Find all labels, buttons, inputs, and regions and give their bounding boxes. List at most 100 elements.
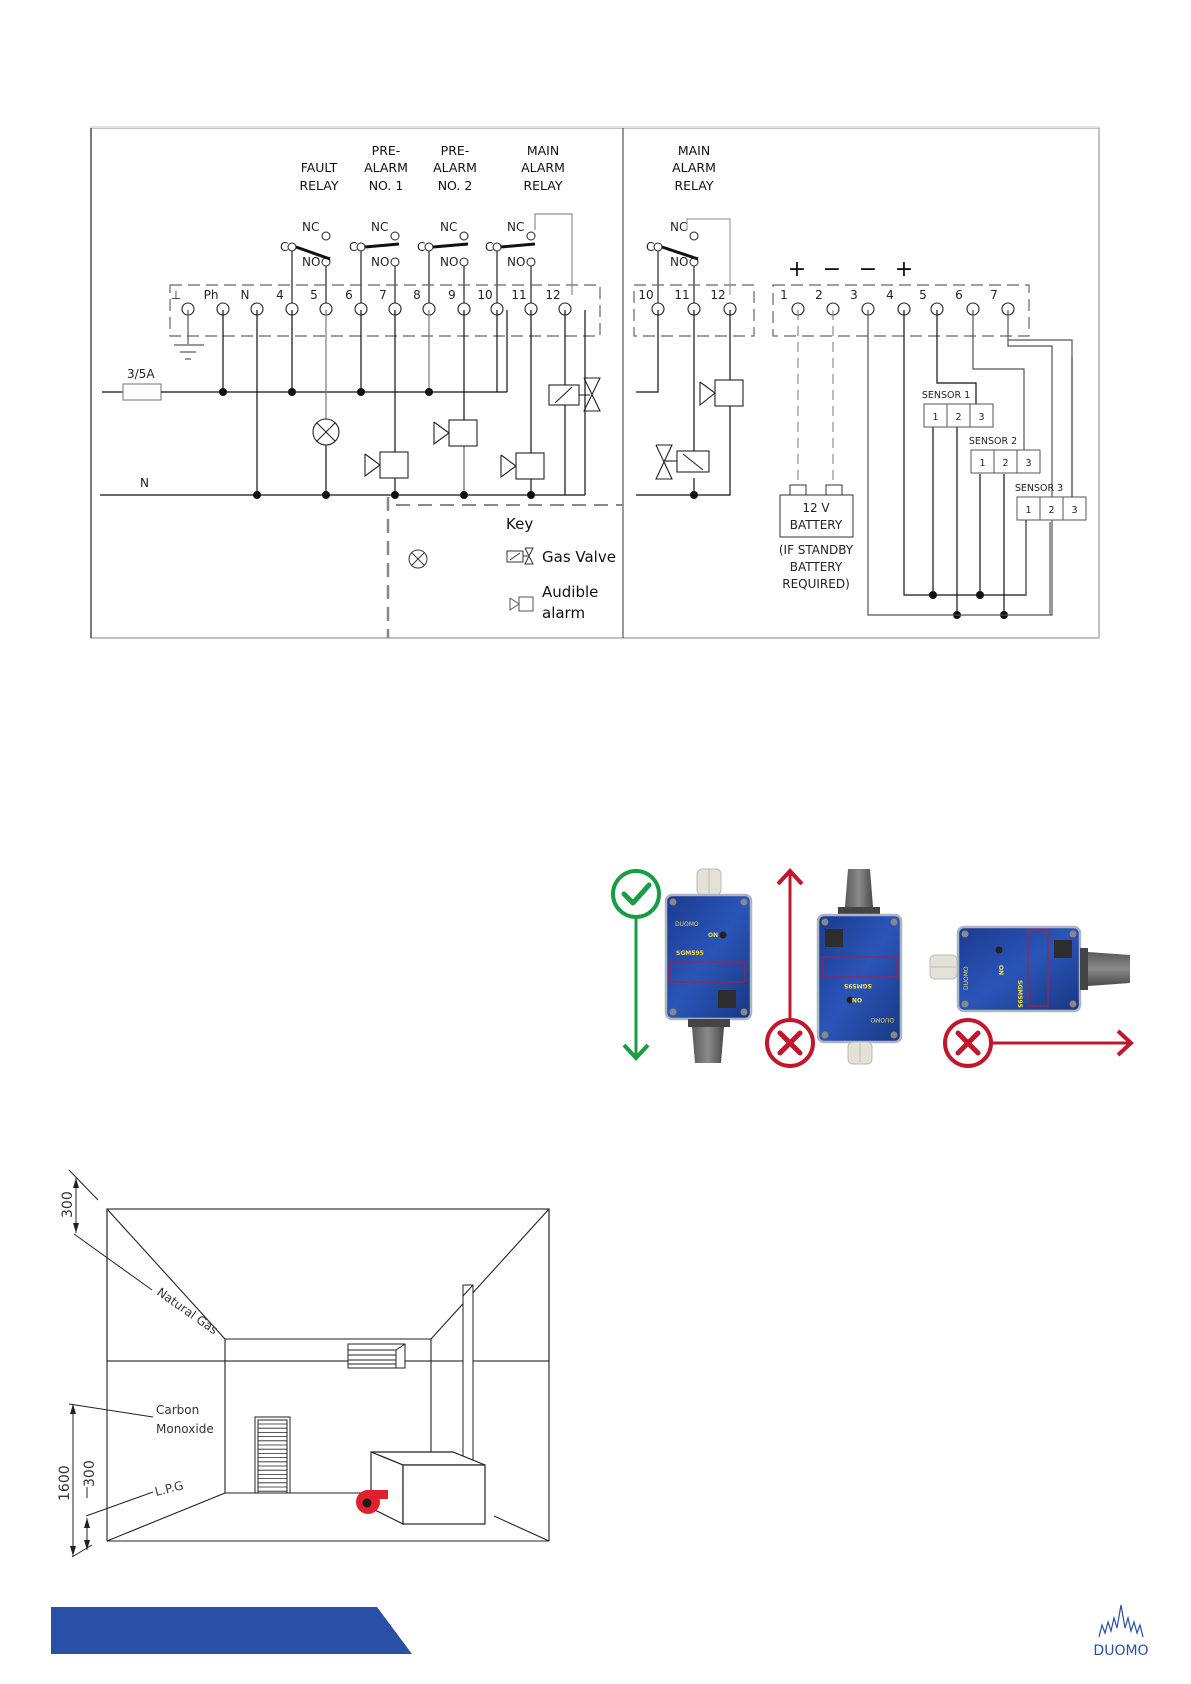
battery-voltage: 12 V xyxy=(802,501,830,515)
sensor-pin-label: 2 xyxy=(1048,505,1054,516)
terminal-block-aux xyxy=(633,284,755,337)
device-brand: DUOMO xyxy=(870,1016,894,1023)
contact-label-nc: NC xyxy=(302,220,319,234)
sensor-window xyxy=(718,990,736,1008)
sensor-pin-label: 2 xyxy=(955,412,961,423)
x-circle-icon xyxy=(943,1018,993,1068)
contact-label-no: NO xyxy=(302,255,320,269)
contact-no xyxy=(459,257,469,267)
device-model: SGM595 xyxy=(844,982,872,989)
junction-dot xyxy=(460,491,468,499)
terminal-label: 2 xyxy=(815,288,823,302)
junction-dot xyxy=(425,388,433,396)
terminal-label: 8 xyxy=(413,288,421,302)
orientation-guide: DUOMO ON SGM595 SGM595 ON DUOMO xyxy=(611,868,1134,1068)
terminal-label: 9 xyxy=(448,288,456,302)
contact-label-no: NO xyxy=(440,255,458,269)
cable xyxy=(692,1027,724,1063)
header-line: PRE- xyxy=(441,143,470,158)
wiring-diagram: FAULT RELAY PRE- ALARM NO. 1 PRE- ALARM … xyxy=(90,126,1100,639)
contact-label-no: NO xyxy=(670,255,688,269)
label-natural-gas: Natural Gas xyxy=(154,1285,220,1337)
relay-header-pre-alarm-2: PRE- ALARM NO. 2 xyxy=(433,143,477,193)
header-line: PRE- xyxy=(372,143,401,158)
header-line: ALARM xyxy=(672,160,716,175)
louvred-door xyxy=(254,1416,291,1494)
orientation-correct: DUOMO ON SGM595 xyxy=(611,868,753,1063)
relay-header-fault: FAULT RELAY xyxy=(299,160,338,193)
battery-label: BATTERY xyxy=(790,518,843,532)
legend-audible-alarm: Audible xyxy=(542,583,598,601)
air-vent xyxy=(347,1343,406,1369)
contact-nc xyxy=(689,231,699,241)
alarm-horn xyxy=(500,454,517,479)
alarm-body xyxy=(448,419,478,447)
sensor-label: SENSOR 1 xyxy=(922,390,970,401)
alarm-horn xyxy=(364,453,381,478)
sensor-pin-label: 3 xyxy=(1025,458,1031,469)
battery-note: (IF STANDBY xyxy=(779,543,854,557)
legend-audible-alarm: alarm xyxy=(542,604,585,622)
sensor-pin-label: 3 xyxy=(1071,505,1077,516)
audible-alarm-symbol xyxy=(500,452,545,480)
device-led-label: ON xyxy=(997,965,1004,975)
arrow-head-right xyxy=(1116,1029,1134,1057)
contact-label-no: NO xyxy=(507,255,525,269)
dimension-arrowheads xyxy=(70,1178,90,1556)
polarity-marks: + − − + xyxy=(788,257,913,282)
label-carbon-monoxide: Monoxide xyxy=(156,1422,214,1436)
junction-dot xyxy=(391,491,399,499)
minus-mark: − xyxy=(823,257,841,282)
terminal-label: 6 xyxy=(345,288,353,302)
label-carbon-monoxide: Carbon xyxy=(156,1403,199,1417)
contact-no xyxy=(390,257,400,267)
header-line: ALARM xyxy=(521,160,565,175)
relay-contact: C NC NO xyxy=(646,220,699,303)
burner-fan-icon xyxy=(356,1490,388,1514)
terminal-block-sensors xyxy=(772,284,1030,337)
contact-label-nc: NC xyxy=(670,220,687,234)
terminal-block-main xyxy=(169,284,601,337)
neutral-label: N xyxy=(140,476,149,490)
earth-symbol xyxy=(174,310,204,360)
dimension-lines xyxy=(68,1169,154,1558)
terminal-label: 5 xyxy=(919,288,927,302)
terminal-label: ⊥ xyxy=(171,288,181,302)
contact-nc xyxy=(459,231,469,241)
header-line: RELAY xyxy=(674,178,713,193)
nc-link-wire xyxy=(534,213,573,295)
header-line: NO. 2 xyxy=(438,178,473,193)
header-line: MAIN xyxy=(678,143,710,158)
sensor-pin-label: 1 xyxy=(1025,505,1031,516)
sensor-pin-label: 3 xyxy=(978,412,984,423)
contact-label-c: C xyxy=(349,240,357,254)
terminal-label: 4 xyxy=(276,288,284,302)
plus-mark: + xyxy=(895,257,913,282)
terminal-label: Ph xyxy=(204,288,219,302)
terminal-label: 10 xyxy=(477,288,492,302)
legend: Key Gas Valve Audible alarm xyxy=(408,515,616,622)
device-warning-label xyxy=(821,956,898,978)
junction-dot xyxy=(219,388,227,396)
dimension-bottom-offset: 300 xyxy=(82,1460,98,1487)
contact-nc xyxy=(390,231,400,241)
junction-dot xyxy=(357,388,365,396)
audible-alarm-symbol xyxy=(433,419,478,447)
switch-arm xyxy=(364,242,400,249)
header-line: RELAY xyxy=(299,178,338,193)
legend-gas-valve: Gas Valve xyxy=(542,548,616,566)
header-line: ALARM xyxy=(433,160,477,175)
contact-label-c: C xyxy=(646,240,654,254)
status-led xyxy=(846,996,854,1004)
dimension-top-offset: 300 xyxy=(60,1191,76,1218)
terminal-label: N xyxy=(241,288,250,302)
terminal-label: 11 xyxy=(511,288,526,302)
battery: 12 V BATTERY (IF STANDBY BATTERY REQUIRE… xyxy=(779,310,854,591)
sensor-pin-label: 2 xyxy=(1002,458,1008,469)
contact-label-c: C xyxy=(280,240,288,254)
boiler-unit xyxy=(370,1451,486,1525)
